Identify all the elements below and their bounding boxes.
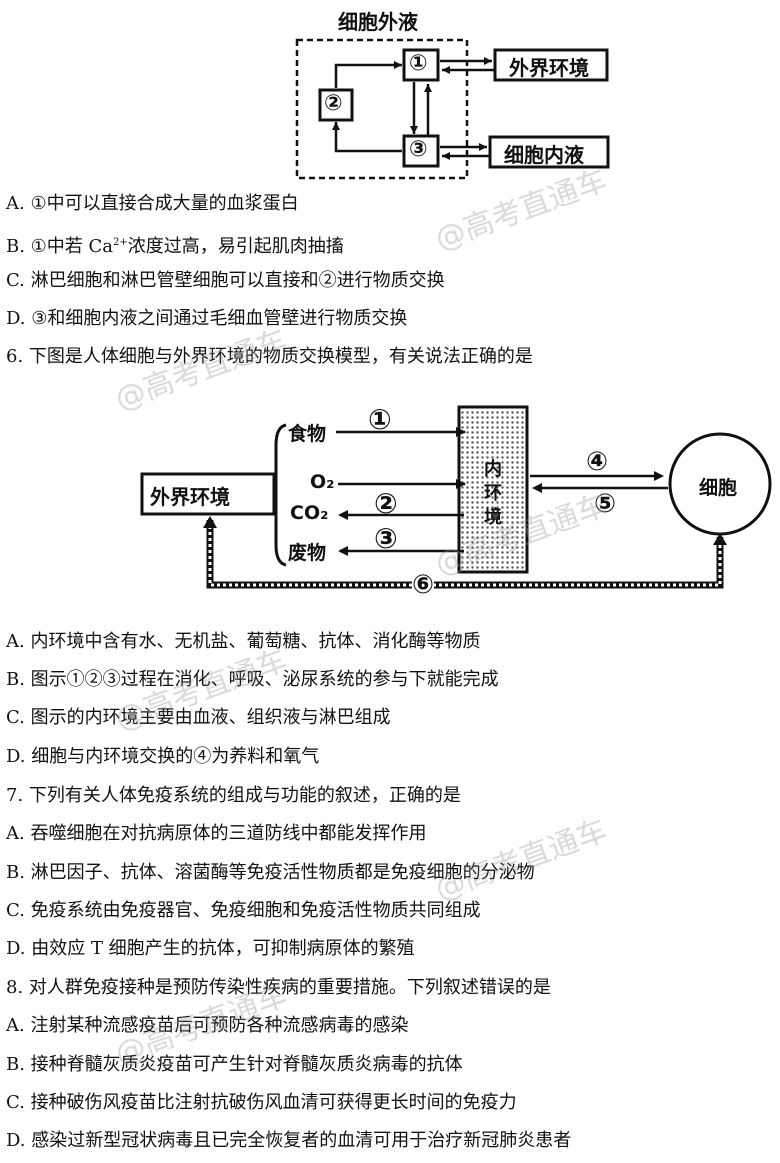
fig2-marker-3: ③ (374, 522, 398, 555)
q7-option-c: C. 免疫系统由免疫器官、免疫细胞和免疫活性物质共同组成 (6, 900, 481, 921)
watermark: @高考直通车 (430, 813, 612, 908)
q5-option-b-pre: B. ①中若 Ca (6, 236, 114, 257)
q8-option-a: A. 注射某种流感疫苗后可预防各种流感病毒的感染 (6, 1015, 409, 1036)
fig2-waste-label: 废物 (288, 542, 327, 564)
q8-option-b: B. 接种脊髓灰质炎疫苗可产生针对脊髓灰质炎病毒的抗体 (6, 1054, 463, 1075)
fig2-marker-5: ⑤ (594, 489, 617, 519)
q5-option-b-post: 浓度过高，易引起肌肉抽搐 (127, 236, 344, 257)
q5-option-b-sup: 2+ (113, 237, 128, 248)
q7-option-a: A. 吞噬细胞在对抗病原体的三道防线中都能发挥作用 (6, 823, 427, 844)
fig2-lines (140, 405, 772, 589)
q6-option-d: D. 细胞与内环境交换的④为养料和氧气 (6, 746, 320, 767)
q5-option-c: C. 淋巴细胞和淋巴管壁细胞可以直接和②进行物质交换 (6, 270, 445, 291)
figure-1: 细胞外液 ① ② ③ 外界环境 细胞内液 (0, 0, 780, 190)
fig1-node-2: ② (324, 91, 343, 116)
figure-2: 外界环境 食物 O₂ CO₂ 废物 内 环 境 细胞 ① ② ③ ④ ⑤ ⑥ (0, 395, 780, 610)
fig1-outside-label: 外界环境 (509, 56, 589, 80)
fig1-node-1: ① (409, 51, 428, 76)
fig2-inner-char-1: 内 (484, 459, 502, 480)
fig2-marker-1: ① (368, 403, 392, 436)
fig2-cell-label: 细胞 (699, 477, 738, 499)
fig2-inner-char-2: 环 (484, 483, 502, 504)
fig2-outside-label: 外界环境 (150, 485, 230, 509)
fig2-o2-label: O₂ (310, 471, 335, 493)
fig2-inner-char-3: 境 (484, 507, 502, 528)
q6-option-a: A. 内环境中含有水、无机盐、葡萄糖、抗体、消化酶等物质 (6, 631, 481, 652)
fig2-marker-2: ② (374, 487, 398, 520)
q5-option-d: D. ③和细胞内液之间通过毛细血管壁进行物质交换 (6, 308, 408, 329)
q7-option-b: B. 淋巴因子、抗体、溶菌酶等免疫活性物质都是免疫细胞的分泌物 (6, 862, 535, 883)
fig1-intracellular-label: 细胞内液 (504, 143, 584, 167)
q5-option-b: B. ①中若 Ca2+浓度过高，易引起肌肉抽搐 (6, 231, 344, 259)
fig2-food-label: 食物 (288, 423, 327, 445)
q7-stem: 7. 下列有关人体免疫系统的组成与功能的叙述，正确的是 (6, 785, 461, 806)
q6-stem: 6. 下图是人体细胞与外界环境的物质交换模型，有关说法正确的是 (6, 346, 533, 367)
fig1-node-3: ③ (409, 137, 428, 162)
fig1-lines (295, 38, 610, 180)
fig2-marker-6: ⑥ (412, 570, 435, 600)
q6-option-c: C. 图示的内环境主要由血液、组织液与淋巴组成 (6, 707, 391, 728)
q5-option-a: A. ①中可以直接合成大量的血浆蛋白 (6, 193, 299, 214)
fig1-title: 细胞外液 (338, 10, 418, 34)
q6-option-b: B. 图示①②③过程在消化、呼吸、泌尿系统的参与下就能完成 (6, 669, 499, 690)
fig2-co2-label: CO₂ (290, 502, 329, 524)
fig2-marker-4: ④ (586, 447, 609, 477)
q7-option-d: D. 由效应 T 细胞产生的抗体，可抑制病原体的繁殖 (6, 938, 415, 959)
q8-option-d: D. 感染过新型冠状病毒且已完全恢复者的血清可用于治疗新冠肺炎患者 (6, 1130, 572, 1151)
q8-option-c: C. 接种破伤风疫苗比注射抗破伤风血清可获得更长时间的免疫力 (6, 1092, 517, 1113)
q8-stem: 8. 对人群免疫接种是预防传染性疾病的重要措施。下列叙述错误的是 (6, 977, 551, 998)
